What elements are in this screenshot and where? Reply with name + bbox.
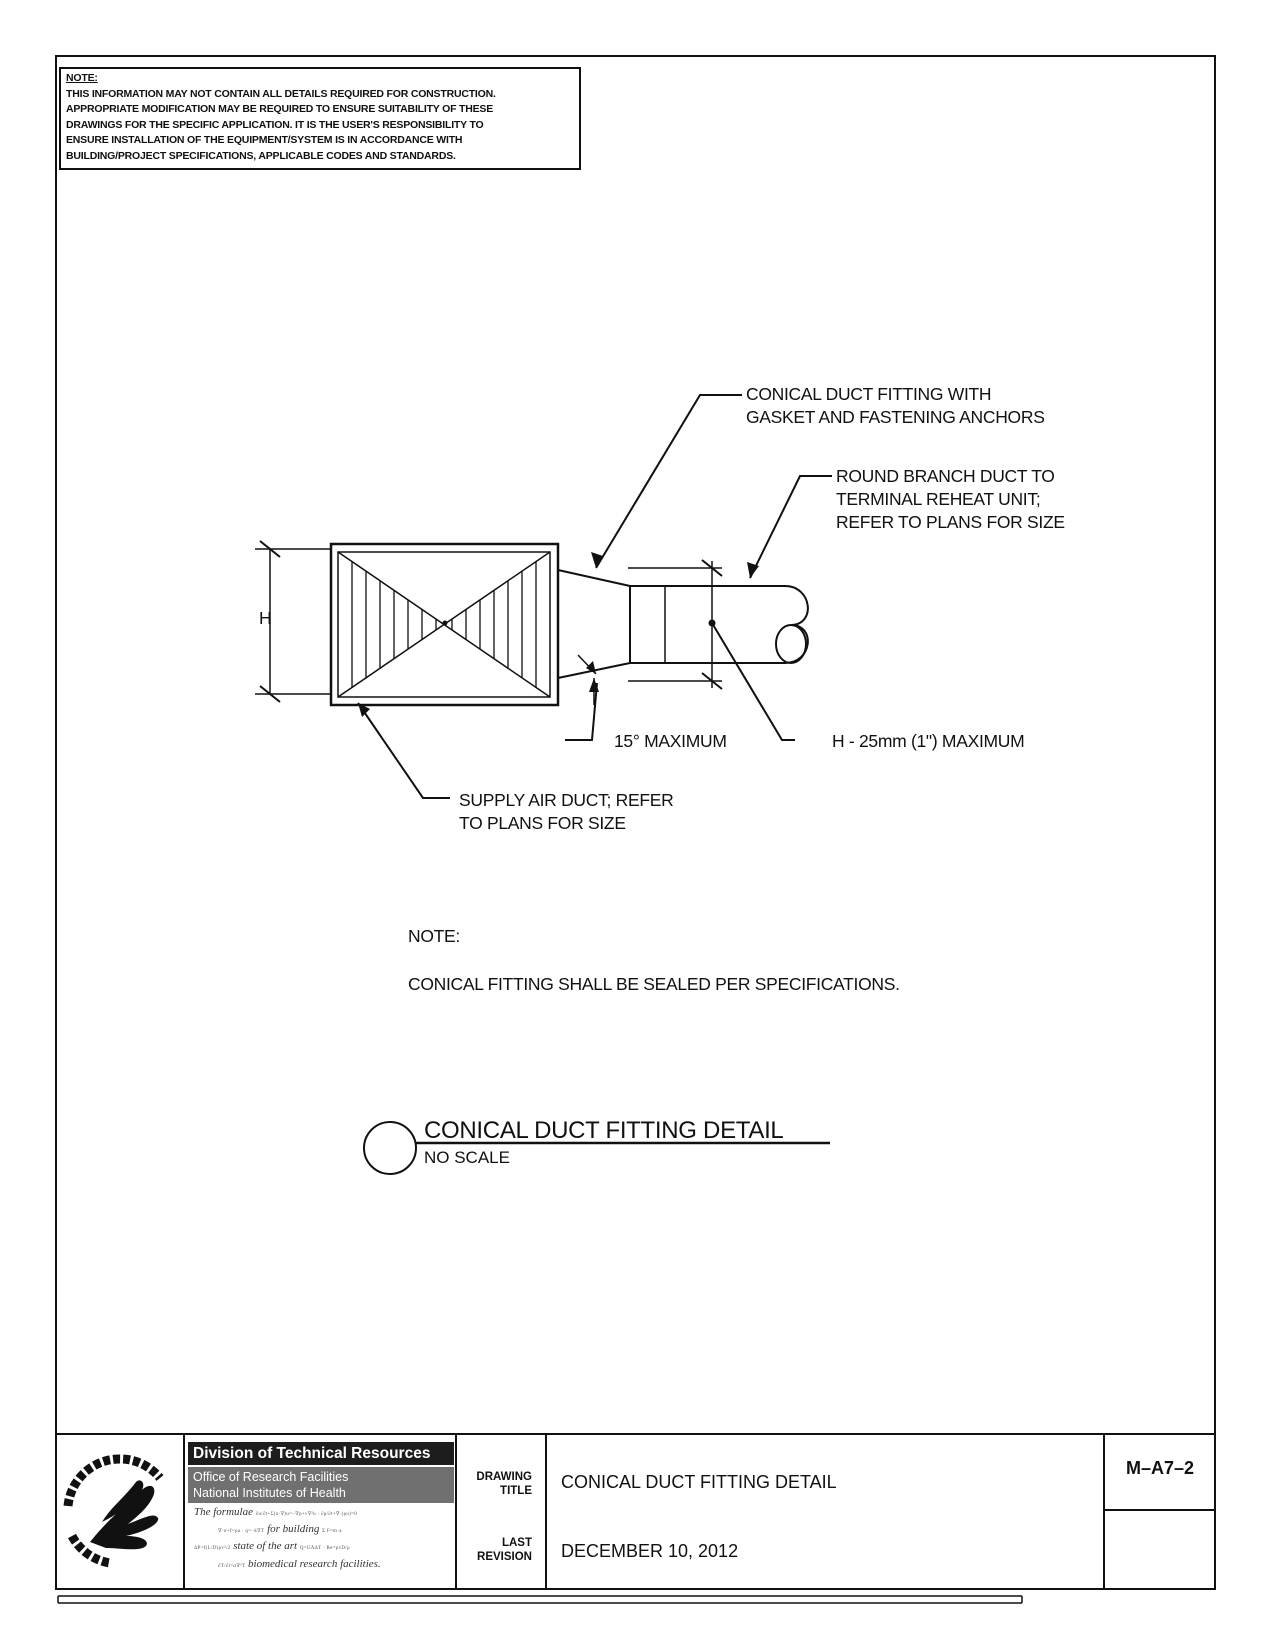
leader-lines	[357, 394, 832, 799]
conical-fitting	[557, 569, 631, 679]
drawing-sheet-border	[55, 55, 1216, 1590]
conical-fitting-callout: CONICAL DUCT FITTING WITH GASKET AND FAS…	[746, 384, 1045, 427]
supply-duct-outer	[329, 542, 560, 707]
drawing-title-label: DRAWING TITLE	[476, 1471, 532, 1497]
note-text: CONICAL FITTING SHALL BE SEALED PER SPEC…	[408, 974, 900, 994]
supply-duct-callout: SUPPLY AIR DUCT; REFER TO PLANS FOR SIZE	[459, 790, 674, 833]
height-dimension-label: H	[259, 608, 272, 628]
last-revision-label: LAST REVISION	[477, 1537, 532, 1563]
sheet-number: M–A7–2	[1125, 1458, 1195, 1478]
detail-bubble	[363, 1121, 417, 1175]
disclaimer-line: APPROPRIATE MODIFICATION MAY BE REQUIRED…	[66, 103, 494, 115]
note-heading: NOTE:	[408, 926, 460, 946]
title-block-lines	[55, 1433, 1216, 1590]
angle-callout: 15° MAXIMUM	[614, 731, 727, 751]
supply-duct-inner	[337, 551, 551, 698]
arrow-heads	[358, 552, 759, 717]
supply-duct-hatching	[351, 561, 537, 688]
hhs-eagle-seal-icon	[63, 1454, 164, 1568]
org-subtitle: Office of Research Facilities National I…	[188, 1467, 454, 1503]
org-title: Division of Technical Resources	[188, 1442, 454, 1465]
disclaimer-line: THIS INFORMATION MAY NOT CONTAIN ALL DET…	[66, 87, 496, 100]
collar-dimension	[628, 559, 723, 690]
offset-callout: H - 25mm (1") MAXIMUM	[832, 731, 1025, 751]
org-motto: The formulae ∂u/∂t+Σ(u·∇)u=−∇p+ν∇²u · ∂ρ…	[194, 1506, 381, 1570]
round-branch-callout: ROUND BRANCH DUCT TO TERMINAL REHEAT UNI…	[836, 466, 1065, 532]
detail-title: CONICAL DUCT FITTING DETAIL	[424, 1117, 784, 1144]
last-revision-date: DECEMBER 10, 2012	[561, 1541, 739, 1561]
disclaimer-heading: NOTE:	[66, 72, 98, 84]
disclaimer-line: BUILDING/PROJECT SPECIFICATIONS, APPLICA…	[66, 149, 456, 162]
disclaimer-line: DRAWINGS FOR THE SPECIFIC APPLICATION. I…	[66, 118, 484, 131]
disclaimer-line: ENSURE INSTALLATION OF THE EQUIPMENT/SYS…	[66, 134, 463, 146]
drawing-title: CONICAL DUCT FITTING DETAIL	[561, 1472, 837, 1492]
height-dimension	[255, 540, 331, 703]
bottom-rule	[57, 1595, 1023, 1604]
round-branch-duct	[629, 585, 809, 664]
disclaimer-note: NOTE: THIS INFORMATION MAY NOT CONTAIN A…	[59, 67, 581, 170]
detail-scale: NO SCALE	[424, 1148, 510, 1167]
